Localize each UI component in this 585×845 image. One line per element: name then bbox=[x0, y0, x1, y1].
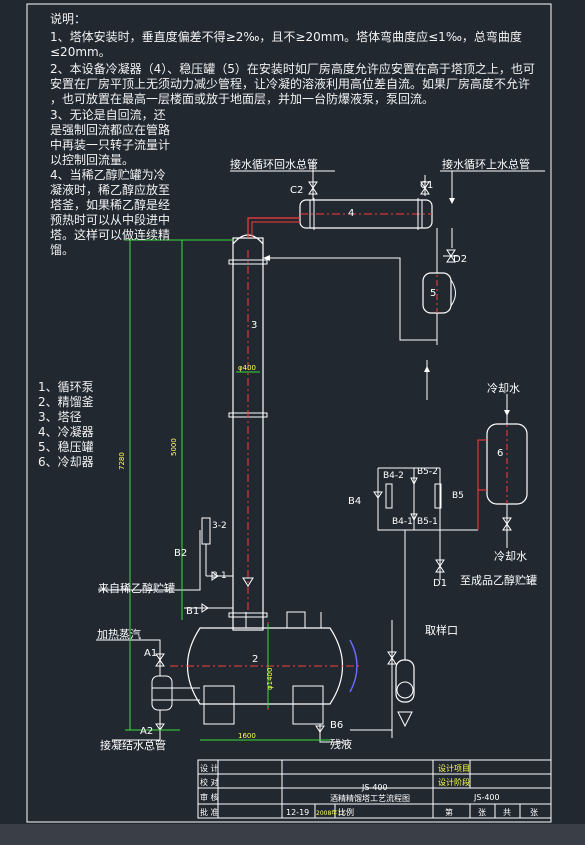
tb-sheet-c: 共 bbox=[503, 808, 511, 817]
valve-d1: D1 bbox=[433, 578, 447, 589]
supply-main-label: 接水循环上水总管 bbox=[442, 157, 530, 171]
valve-b31: 3-1 bbox=[212, 571, 227, 581]
valve-b1: B1 bbox=[186, 606, 199, 617]
tb-date: 2008年12 bbox=[316, 809, 345, 817]
dim-phi400: φ400 bbox=[238, 364, 256, 372]
valve-a1: A1 bbox=[144, 648, 157, 659]
tb-title: 酒精精馏塔工艺流程图 bbox=[330, 793, 410, 803]
dim-7280: 7280 bbox=[118, 452, 126, 470]
tag-column: 3 bbox=[251, 320, 257, 331]
tb-approve: 批 准 bbox=[200, 807, 219, 817]
note-3c: 中再装一只转子流量计 bbox=[50, 138, 171, 152]
note-4f: 馏。 bbox=[50, 243, 75, 257]
valve-c2: C2 bbox=[290, 185, 303, 196]
valve-b41: B4-1 bbox=[392, 517, 413, 527]
tag-condenser: 4 bbox=[348, 208, 354, 219]
tb-sheet-b: 张 bbox=[478, 808, 486, 817]
legend-item: 5、稳压罐 bbox=[38, 440, 94, 454]
sampling-port-label: 取样口 bbox=[425, 623, 458, 637]
valve-d2: D2 bbox=[453, 254, 467, 265]
valve-b2: B2 bbox=[174, 548, 187, 559]
dim-1600: 1600 bbox=[238, 732, 256, 740]
valve-b51: B5-1 bbox=[417, 517, 438, 527]
note-3d: 以控制回流量。 bbox=[50, 153, 135, 167]
note-2c: ，也可放置在最高一层楼面或放于地面层，并加一台防爆液泵，泵回流。 bbox=[50, 92, 435, 106]
tb-design-stage: 设计阶段 bbox=[438, 777, 470, 787]
tb-sheet-a: 第 bbox=[445, 807, 453, 817]
tb-scale: 比例 bbox=[338, 807, 354, 817]
circulation-pump bbox=[395, 659, 415, 728]
tb-check: 校 对 bbox=[200, 777, 219, 787]
surge-tank bbox=[422, 266, 456, 320]
product-tank-label: 至成品乙醇贮罐 bbox=[460, 573, 537, 587]
note-4e: 塔。这样可以做连续精 bbox=[50, 228, 171, 242]
note-4a: 4、当稀乙醇贮罐为冷 bbox=[50, 168, 166, 182]
column-tower bbox=[228, 234, 268, 631]
note-2b: 安置在厂房平顶上无须动力减少管程，让冷凝的溶液利用高位差自流。如果厂房高度不允许 bbox=[50, 77, 531, 91]
heating-coil bbox=[151, 675, 200, 711]
valve-b5: B5 bbox=[452, 491, 464, 501]
legend-item: 6、冷却器 bbox=[38, 455, 94, 469]
tb-date-code: 12-19 bbox=[286, 808, 309, 817]
title-block bbox=[197, 759, 552, 819]
tb-drawing-no: JS-400 bbox=[473, 793, 500, 802]
valve-a2: A2 bbox=[140, 726, 153, 737]
heating-steam-label: 加热蒸汽 bbox=[97, 627, 141, 641]
note-4c: 塔釜，如果稀乙醇是经 bbox=[50, 198, 171, 212]
cooling-water-out-label: 冷却水 bbox=[494, 550, 527, 563]
status-strip bbox=[0, 824, 585, 845]
valve-b4: B4 bbox=[348, 496, 361, 507]
tag-surge-tank: 5 bbox=[430, 288, 436, 299]
condensate-main-label: 接凝结水总管 bbox=[100, 738, 166, 752]
note-3b: 是强制回流都应在管路 bbox=[50, 123, 171, 137]
legend-item: 3、塔径 bbox=[38, 410, 82, 424]
dim-phi1400: φ1400 bbox=[266, 668, 274, 690]
dilute-ethanol-label: 来自稀乙醇贮罐 bbox=[98, 581, 175, 595]
tb-project: JS-400 bbox=[361, 783, 388, 792]
tag-cooler: 6 bbox=[497, 448, 503, 459]
tb-sheet-d: 张 bbox=[530, 808, 538, 817]
waste-liquid-label: 残液 bbox=[330, 737, 352, 751]
legend-item: 4、冷凝器 bbox=[38, 425, 94, 439]
note-4b: 凝液时，稀乙醇应放至 bbox=[50, 183, 171, 197]
condenser bbox=[299, 198, 433, 230]
tb-review: 审 核 bbox=[200, 792, 219, 802]
dimension-lines bbox=[125, 239, 330, 741]
dim-5000: 5000 bbox=[170, 438, 178, 456]
tb-design: 设 计 bbox=[200, 763, 219, 773]
tag-reboiler: 2 bbox=[252, 654, 258, 665]
reboiler-tank bbox=[170, 611, 362, 725]
valve-c1: C1 bbox=[420, 180, 433, 191]
note-3a: 3、无论是自回流，还 bbox=[50, 108, 166, 122]
cooler bbox=[477, 416, 528, 512]
legend-item: 1、循环泵 bbox=[38, 380, 94, 394]
valve-b52: B5-2 bbox=[417, 467, 438, 477]
drawing-frame bbox=[26, 3, 552, 823]
note-1b: ≤20mm。 bbox=[50, 45, 111, 59]
notes-heading: 说明： bbox=[50, 12, 87, 26]
flowmeter-assembly bbox=[373, 467, 478, 531]
cooling-water-in-label: 冷却水 bbox=[487, 382, 520, 395]
valve-b42: B4-2 bbox=[383, 471, 404, 481]
note-1: 1、塔体安装时，垂直度偏差不得≥2‰，且不≥20mm。塔体弯曲度应≤1‰，总弯曲… bbox=[50, 30, 522, 44]
note-4d: 预热时可以从中段进中 bbox=[50, 213, 171, 227]
note-2: 2、本设备冷凝器（4）、稳压罐（5）在安装时如厂房高度允许应安置在高于塔顶之上，… bbox=[50, 62, 535, 76]
valve-b32: 3-2 bbox=[212, 521, 227, 531]
tb-design-project: 设计项目 bbox=[438, 763, 470, 773]
return-main-label: 接水循环回水总管 bbox=[230, 157, 318, 171]
legend-item: 2、精馏釜 bbox=[38, 395, 94, 409]
valve-b6: B6 bbox=[330, 720, 343, 731]
